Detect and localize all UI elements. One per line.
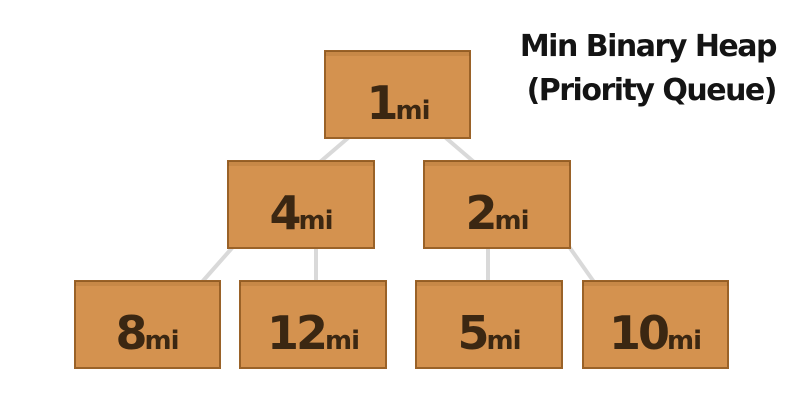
svg-text:5mi: 5mi xyxy=(457,306,520,360)
node-value: 4 xyxy=(269,186,299,240)
node-value: 10 xyxy=(609,306,668,360)
node-unit: mi xyxy=(145,326,179,356)
heap-node-root: 1mi xyxy=(324,50,471,139)
heap-node-4: 4mi xyxy=(227,160,375,249)
node-value: 5 xyxy=(457,306,486,360)
node-unit: mi xyxy=(495,206,529,236)
node-unit: mi xyxy=(487,326,521,356)
heap-node-8: 8mi xyxy=(74,280,221,369)
node-unit: mi xyxy=(396,96,430,126)
heap-node-2: 2mi xyxy=(423,160,571,249)
svg-text:2mi: 2mi xyxy=(465,186,528,240)
svg-text:4mi: 4mi xyxy=(269,186,332,240)
heap-node-5: 5mi xyxy=(415,280,563,369)
node-value: 8 xyxy=(115,306,145,360)
svg-text:1mi: 1mi xyxy=(366,76,429,130)
edge-4-8 xyxy=(200,246,234,284)
title-line-2: (Priority Queue) xyxy=(527,73,776,108)
edge-2-10 xyxy=(568,246,596,284)
node-value: 2 xyxy=(465,186,494,240)
heap-edges xyxy=(200,136,596,284)
edge-root-right xyxy=(444,136,476,164)
edge-root-left xyxy=(318,136,350,164)
node-value: 12 xyxy=(267,306,325,360)
node-value: 1 xyxy=(366,76,395,130)
node-unit: mi xyxy=(667,326,701,356)
svg-text:12mi: 12mi xyxy=(267,306,359,360)
heap-node-10: 10mi xyxy=(582,280,729,369)
heap-node-12: 12mi xyxy=(239,280,387,369)
svg-text:8mi: 8mi xyxy=(115,306,178,360)
node-unit: mi xyxy=(325,326,359,356)
svg-text:10mi: 10mi xyxy=(609,306,701,360)
node-unit: mi xyxy=(299,206,333,236)
title-line-1: Min Binary Heap xyxy=(520,29,777,64)
